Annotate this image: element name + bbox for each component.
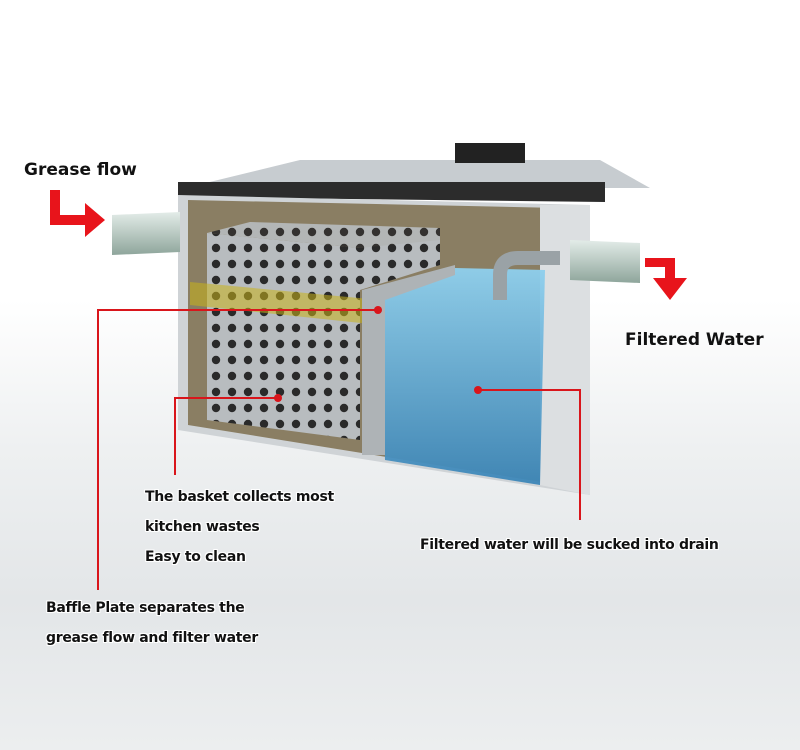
basket-caption-line: The basket collects most xyxy=(145,489,334,505)
grease-layer xyxy=(190,282,380,325)
tank-lid xyxy=(178,143,650,202)
leader-lines xyxy=(97,309,581,590)
outlet-pipe xyxy=(570,240,640,283)
grease-flow-label: Grease flow xyxy=(24,160,137,180)
baffle-caption-line: Baffle Plate separates the xyxy=(46,600,245,616)
drain-marker xyxy=(474,386,482,394)
baffle-caption: Baffle Plate separates the grease flow a… xyxy=(46,593,258,653)
baffle-marker xyxy=(374,306,382,314)
basket xyxy=(207,222,440,440)
grease-flow-arrow-icon xyxy=(50,190,105,237)
drain-pipe xyxy=(493,251,560,300)
baffle-caption-line: grease flow and filter water xyxy=(46,630,258,646)
filtered-water-label: Filtered Water xyxy=(625,330,764,350)
drain-caption: Filtered water will be sucked into drain xyxy=(420,537,719,553)
basket-marker xyxy=(274,394,282,402)
basket-caption-line: kitchen wastes xyxy=(145,519,260,535)
filtered-water-arrow-icon xyxy=(645,258,687,300)
baffle-plate xyxy=(362,265,455,455)
inlet-pipe xyxy=(112,212,180,255)
basket-caption: The basket collects most kitchen wastes … xyxy=(145,482,334,572)
basket-caption-line: Easy to clean xyxy=(145,549,246,565)
filtered-water xyxy=(380,268,545,485)
